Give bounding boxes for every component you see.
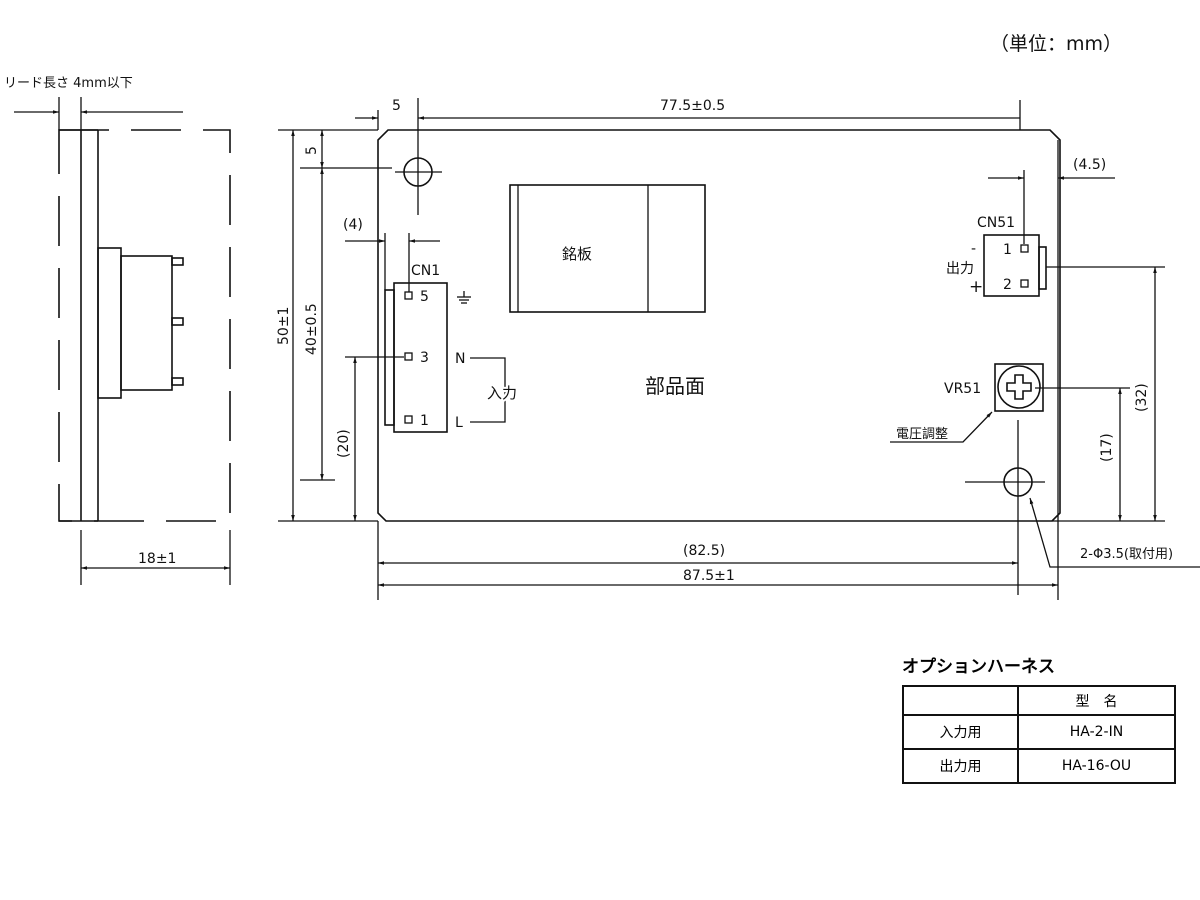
top-hole-pitch-dim: 77.5±0.5 [660, 98, 725, 114]
nameplate-label: 銘板 [562, 245, 592, 263]
lead-length-note: リード長さ 4mm以下 [4, 76, 133, 91]
cn51-connector: (4.5) CN51 1 2 - 出力 + [946, 157, 1115, 297]
cn51-pin-1: 1 [1003, 242, 1012, 258]
component-side-label: 部品面 [645, 374, 705, 398]
unit-label: （単位：mm） [990, 33, 1122, 55]
cn1-connector: CN1 5 3 1 N L 入力 [384, 263, 519, 433]
cn1-offset-dim: (4) [343, 217, 363, 233]
cn1-pin3-dim: (20) [336, 429, 352, 458]
cn51-label: CN51 [977, 215, 1015, 231]
harness-table: 型 名 入力用 HA-2-IN 出力用 HA-16-OU [902, 685, 1176, 784]
cn51-minus: - [971, 241, 976, 257]
cn1-pin-1: 1 [420, 413, 429, 429]
cn1-pin-3: 3 [420, 350, 429, 366]
vr51-height-dim: (17) [1099, 433, 1115, 462]
depth-dim: 18±1 [138, 551, 176, 567]
mount-hole-note: 2-Φ3.5(取付用) [1080, 547, 1173, 562]
vr51-label: VR51 [944, 381, 981, 397]
cn1-input-label: 入力 [487, 384, 517, 402]
ground-icon [457, 291, 471, 304]
hole-pitch-v-dim: 40±0.5 [304, 303, 320, 355]
cn51-offset-dim: (4.5) [1073, 157, 1106, 173]
table-cell: 入力用 [902, 714, 1019, 750]
table-header-cell: 型 名 [1017, 685, 1176, 716]
harness-table-section: オプションハーネス 型 名 入力用 HA-2-IN 出力用 HA-16-OU [902, 652, 1176, 784]
cn1-pin-5: 5 [420, 289, 429, 305]
cn51-pin-2: 2 [1003, 277, 1012, 293]
cn51-height-dim: (32) [1134, 383, 1150, 412]
side-view: リード長さ 4mm以下 18±1 [4, 76, 231, 585]
table-header-row: 型 名 [902, 685, 1176, 716]
harness-table-title: オプションハーネス [902, 657, 1055, 677]
top-hole-offset-dim: 5 [392, 98, 401, 114]
table-row: 出力用 HA-16-OU [902, 748, 1176, 784]
width-dim: 87.5±1 [683, 568, 735, 584]
hole-span-dim: (82.5) [683, 543, 725, 559]
cn1-n-label: N [455, 351, 465, 367]
height-dim: 50±1 [276, 307, 292, 345]
nameplate [509, 184, 706, 313]
table-row: 入力用 HA-2-IN [902, 714, 1176, 750]
voltage-adjust-note: 電圧調整 [896, 427, 948, 442]
cn1-l-label: L [455, 415, 463, 431]
table-cell: HA-16-OU [1017, 748, 1176, 784]
cn51-output-label: 出力 [946, 261, 974, 277]
table-cell: HA-2-IN [1017, 714, 1176, 750]
table-header-cell [902, 685, 1019, 716]
left-hole-offset-dim: 5 [304, 146, 320, 155]
vr51-trimmer: VR51 電圧調整 [890, 363, 1044, 443]
table-cell: 出力用 [902, 748, 1019, 784]
cn1-label: CN1 [411, 263, 440, 279]
cn51-plus: + [969, 277, 983, 297]
board-view: 5 77.5±0.5 5 50±1 40±0.5 (20) (4) 銘板 部品面… [276, 98, 1200, 600]
